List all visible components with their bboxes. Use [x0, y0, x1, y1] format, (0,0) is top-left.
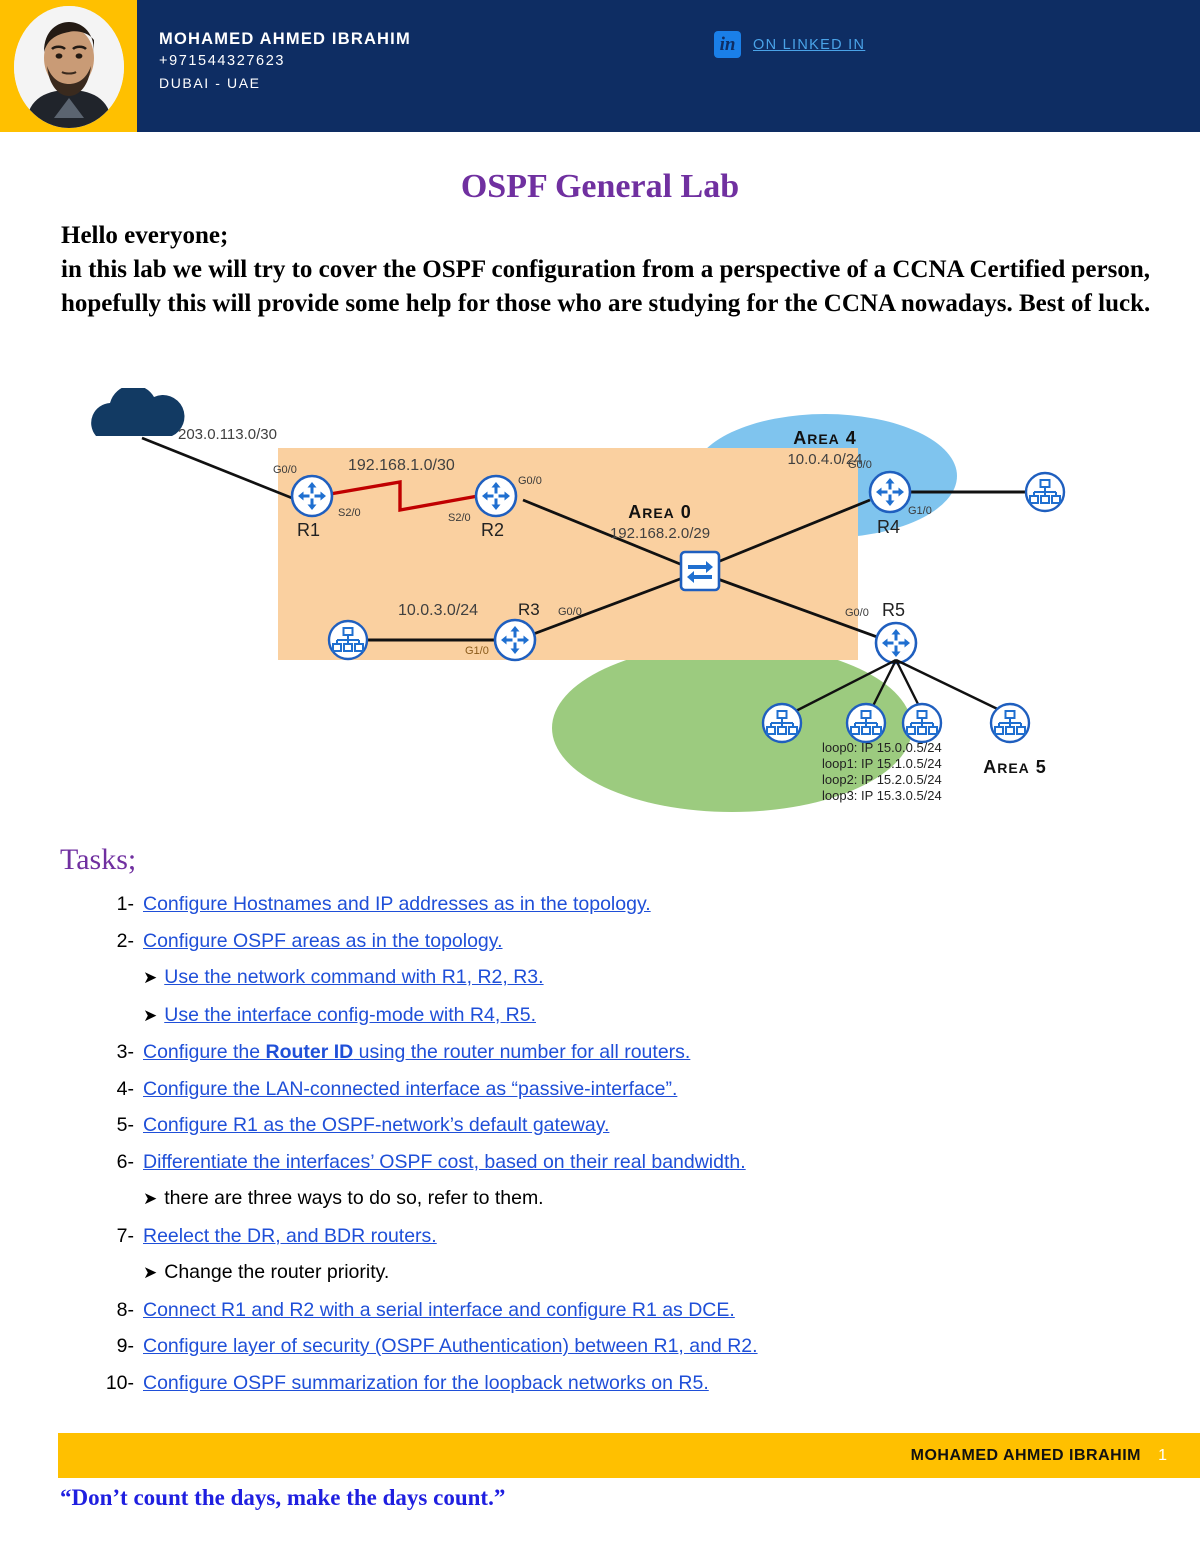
linkedin-link[interactable]: ON LINKED IN [753, 36, 866, 53]
task-number: 7- [116, 1224, 134, 1247]
task-number: 10- [105, 1371, 134, 1394]
arrow-bullet-icon: ➤ [143, 1189, 158, 1208]
svg-text:R3: R3 [518, 600, 540, 619]
task-item: 4- Configure the LAN-connected interface… [88, 1071, 1168, 1108]
svg-text:G0/0: G0/0 [558, 606, 582, 618]
task-number: 9- [116, 1335, 134, 1357]
task-link[interactable]: Differentiate the interfaces’ OSPF cost,… [143, 1150, 746, 1173]
task-item: 3- Configure the Router ID using the rou… [88, 1034, 1168, 1071]
task-subitem: ➤ there are three ways to do so, refer t… [88, 1180, 1168, 1218]
task-subitem: ➤ Use the interface config-mode with R4,… [88, 997, 1168, 1035]
task-number: 4- [116, 1077, 134, 1100]
tasks-heading: Tasks; [60, 843, 137, 876]
svg-text:192.168.1.0/30: 192.168.1.0/30 [348, 457, 455, 474]
svg-text:10.0.4.0/24: 10.0.4.0/24 [787, 451, 862, 468]
task-number: 6- [116, 1150, 134, 1173]
svg-text:G1/0: G1/0 [908, 505, 932, 517]
intro-line-2: in this lab we will try to cover the OSP… [61, 256, 1151, 317]
svg-text:G0/0: G0/0 [518, 475, 542, 487]
task-link[interactable]: Configure OSPF summarization for the loo… [143, 1371, 709, 1394]
task-link[interactable]: Configure the Router ID using the router… [143, 1034, 690, 1071]
task-item: 7- Reelect the DR, and BDR routers. [88, 1218, 1168, 1255]
task-text-bold: Router ID [265, 1041, 354, 1063]
footer-author: MOHAMED AHMED IBRAHIM [910, 1447, 1141, 1464]
svg-text:loop0: IP 15.0.0.5/24: loop0: IP 15.0.0.5/24 [822, 740, 942, 755]
footer-bar [58, 1433, 1200, 1478]
task-link[interactable]: Connect R1 and R2 with a serial interfac… [143, 1298, 735, 1321]
task-number: 5- [116, 1114, 134, 1136]
page-title: OSPF General Lab [460, 168, 740, 205]
svg-text:G0/0: G0/0 [848, 459, 872, 471]
svg-text:G1/0: G1/0 [465, 645, 489, 657]
network-topology-diagram: 203.0.113.0/30 G0/0 192.168.1.0/30 S2/0 … [60, 388, 1140, 828]
svg-text:R4: R4 [877, 517, 900, 537]
svg-text:loop1: IP 15.1.0.5/24: loop1: IP 15.1.0.5/24 [822, 756, 942, 771]
internet-cloud [91, 388, 185, 436]
svg-text:R5: R5 [882, 600, 905, 620]
header-name: MOHAMED AHMED IBRAHIM [159, 30, 411, 48]
page-header: MOHAMED AHMED IBRAHIM +971544327623 DUBA… [0, 0, 1200, 132]
task-item: 6- Differentiate the interfaces’ OSPF co… [88, 1144, 1168, 1181]
header-phone: +971544327623 [159, 53, 286, 69]
task-number: 8- [116, 1298, 134, 1321]
task-number: 3- [116, 1041, 134, 1063]
task-subtext: Change the router priority. [164, 1261, 390, 1283]
svg-text:S2/0: S2/0 [338, 507, 361, 519]
header-contact-block: MOHAMED AHMED IBRAHIM +971544327623 DUBA… [159, 28, 411, 94]
tasks-list: 1- Configure Hostnames and IP addresses … [88, 886, 1168, 1401]
svg-text:10.0.3.0/24: 10.0.3.0/24 [398, 602, 478, 619]
svg-text:G0/0: G0/0 [845, 607, 869, 619]
svg-text:203.0.113.0/30: 203.0.113.0/30 [178, 426, 277, 443]
intro-paragraph: Hello everyone; in this lab we will try … [61, 219, 1189, 321]
task-subitem: ➤ Change the router priority. [88, 1254, 1168, 1292]
task-subitem: ➤ Use the network command with R1, R2, R… [88, 959, 1168, 997]
task-link[interactable]: Configure R1 as the OSPF-network’s defau… [143, 1114, 610, 1136]
task-item: 2- Configure OSPF areas as in the topolo… [88, 923, 1168, 960]
avatar [14, 6, 124, 128]
footer-quote: “Don’t count the days, make the days cou… [60, 1485, 506, 1510]
footer-page-number: 1 [1158, 1447, 1167, 1464]
svg-text:loop2: IP 15.2.0.5/24: loop2: IP 15.2.0.5/24 [822, 772, 942, 787]
task-link[interactable]: Configure layer of security (OSPF Authen… [143, 1335, 758, 1357]
header-location: DUBAI - UAE [159, 75, 261, 91]
linkedin-icon[interactable]: in [714, 31, 741, 58]
svg-text:loop3: IP 15.3.0.5/24: loop3: IP 15.3.0.5/24 [822, 788, 942, 803]
svg-text:S2/0: S2/0 [448, 512, 471, 524]
task-number: 2- [116, 929, 134, 952]
intro-line-1: Hello everyone; [61, 222, 229, 249]
svg-text:AREA 0: AREA 0 [628, 502, 692, 522]
task-link[interactable]: Configure the LAN-connected interface as… [143, 1077, 678, 1100]
task-item: 8- Connect R1 and R2 with a serial inter… [88, 1292, 1168, 1329]
linkedin-block[interactable]: in ON LINKED IN [714, 31, 865, 58]
task-sublink[interactable]: Use the interface config-mode with R4, R… [164, 1003, 537, 1026]
task-item: 10- Configure OSPF summarization for the… [88, 1365, 1168, 1402]
task-text-pre: Configure the [143, 1041, 266, 1063]
arrow-bullet-icon: ➤ [143, 1005, 158, 1025]
svg-text:R2: R2 [481, 520, 504, 540]
task-item: 9- Configure layer of security (OSPF Aut… [88, 1328, 1168, 1365]
task-link[interactable]: Configure Hostnames and IP addresses as … [143, 893, 651, 915]
task-link[interactable]: Reelect the DR, and BDR routers. [143, 1224, 437, 1247]
task-sublink[interactable]: Use the network command with R1, R2, R3. [164, 966, 544, 988]
svg-text:AREA 4: AREA 4 [793, 428, 857, 448]
svg-text:192.168.2.0/29: 192.168.2.0/29 [610, 525, 710, 542]
task-text-post: using the router number for all routers. [353, 1041, 691, 1063]
task-link[interactable]: Configure OSPF areas as in the topology. [143, 929, 503, 952]
task-number: 1- [116, 893, 134, 915]
svg-text:R1: R1 [297, 520, 320, 540]
svg-text:G0/0: G0/0 [273, 464, 297, 476]
task-subtext: there are three ways to do so, refer to … [164, 1187, 544, 1209]
task-item: 1- Configure Hostnames and IP addresses … [88, 886, 1168, 923]
svg-text:AREA 5: AREA 5 [983, 757, 1047, 777]
arrow-bullet-icon: ➤ [143, 1263, 158, 1282]
arrow-bullet-icon: ➤ [143, 968, 158, 987]
task-item: 5- Configure R1 as the OSPF-network’s de… [88, 1107, 1168, 1144]
